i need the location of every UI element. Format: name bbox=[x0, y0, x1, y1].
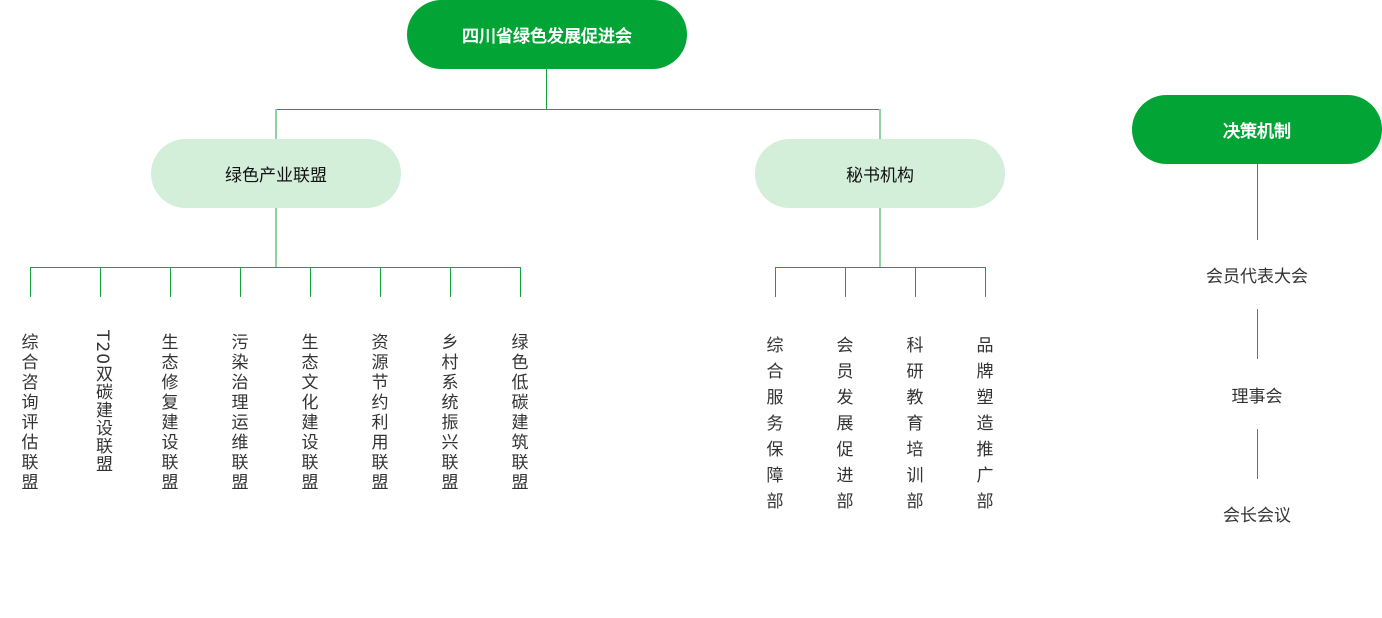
decision-node-label: 决策机制 bbox=[1223, 122, 1291, 142]
connector bbox=[275, 109, 277, 139]
connector bbox=[915, 267, 916, 297]
connector bbox=[1257, 429, 1258, 479]
connector bbox=[170, 267, 171, 297]
branch-node-secretariat: 秘书机构 bbox=[755, 139, 1005, 208]
connector bbox=[275, 109, 880, 110]
branch-label: 绿色产业联盟 bbox=[225, 166, 327, 186]
decision-level-item: 会员代表大会 bbox=[1206, 267, 1308, 287]
connector bbox=[30, 267, 31, 297]
branch-node-industry-alliance: 绿色产业联盟 bbox=[151, 139, 401, 208]
connector bbox=[775, 267, 776, 297]
child-unit-label: 会员发展促进部 bbox=[836, 336, 854, 512]
child-unit-label: 生态文化建设联盟 bbox=[301, 333, 319, 493]
child-unit-label: 品牌塑造推广部 bbox=[976, 336, 994, 512]
decision-level-item: 会长会议 bbox=[1223, 506, 1291, 526]
connector bbox=[240, 267, 241, 297]
connector bbox=[879, 109, 881, 139]
connector bbox=[520, 267, 521, 297]
child-unit-label: T20双碳建设联盟 bbox=[92, 330, 112, 474]
connector bbox=[1257, 164, 1258, 240]
decision-level-item: 理事会 bbox=[1231, 387, 1283, 407]
root-node: 四川省绿色发展促进会 bbox=[407, 0, 687, 69]
branch-label: 秘书机构 bbox=[846, 166, 914, 186]
child-unit-label: 资源节约利用联盟 bbox=[371, 333, 389, 493]
child-unit-label: 科研教育培训部 bbox=[906, 336, 924, 512]
connector bbox=[775, 267, 986, 268]
child-unit-label: 污染治理运维联盟 bbox=[231, 333, 249, 493]
connector bbox=[546, 69, 547, 109]
root-node-label: 四川省绿色发展促进会 bbox=[462, 27, 632, 47]
decision-node: 决策机制 bbox=[1132, 95, 1382, 164]
connector bbox=[380, 267, 381, 297]
connector bbox=[100, 267, 101, 297]
connector bbox=[879, 208, 881, 267]
child-unit-label: 生态修复建设联盟 bbox=[161, 333, 179, 493]
connector bbox=[1257, 309, 1258, 359]
child-unit-label: 综合服务保障部 bbox=[766, 336, 784, 512]
connector bbox=[985, 267, 986, 297]
child-unit-label: 绿色低碳建筑联盟 bbox=[511, 333, 529, 493]
connector bbox=[845, 267, 846, 297]
connector bbox=[310, 267, 311, 297]
connector bbox=[30, 267, 521, 268]
child-unit-label: 综合咨询评估联盟 bbox=[21, 333, 39, 493]
connector bbox=[450, 267, 451, 297]
connector bbox=[275, 208, 277, 267]
child-unit-label: 乡村系统振兴联盟 bbox=[441, 333, 459, 493]
